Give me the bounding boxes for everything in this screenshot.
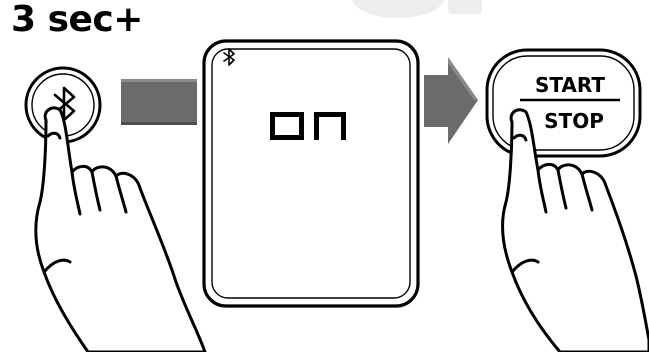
watermark xyxy=(352,0,482,18)
stop-label: STOP xyxy=(544,109,604,133)
display-panel xyxy=(204,41,418,306)
start-stop-button[interactable]: START STOP xyxy=(487,50,640,156)
hand-left xyxy=(36,108,205,352)
hold-duration-label: 3 sec+ xyxy=(11,2,143,38)
start-label: START xyxy=(535,73,605,97)
arrow-right-icon xyxy=(121,79,197,125)
arrow-right-icon xyxy=(424,57,478,144)
